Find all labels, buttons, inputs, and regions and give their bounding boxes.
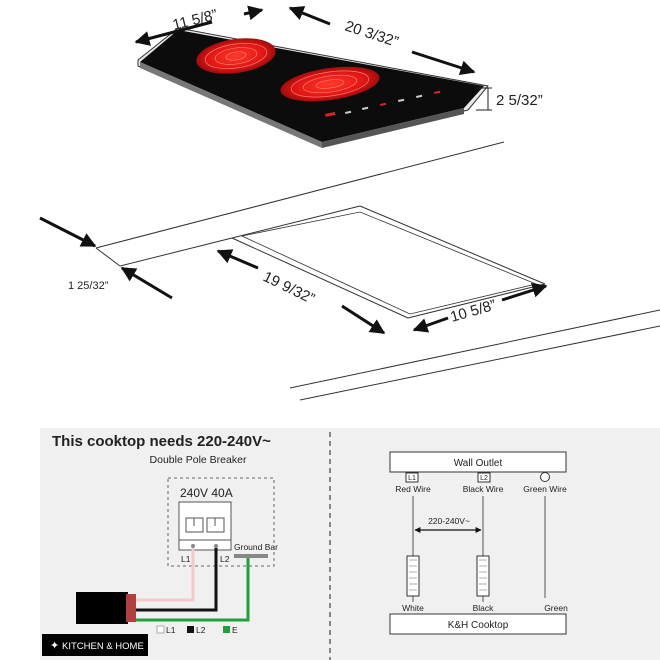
legend-swatch-l1 — [156, 625, 165, 634]
countertop — [95, 141, 660, 401]
thickness-arrow-top — [39, 216, 97, 248]
wire-ground — [132, 558, 250, 622]
l2-tag: L2 — [480, 475, 488, 482]
legend-l1: L1 — [166, 625, 176, 635]
width-label: 20 3/32” — [343, 18, 401, 51]
burner-left — [196, 38, 276, 74]
wall-outlet-box — [389, 451, 567, 473]
green-label: Green — [544, 603, 568, 613]
cable-clamp — [126, 594, 136, 622]
length-arrow-left — [216, 249, 259, 270]
length-arrow-right — [341, 304, 386, 335]
schematic-wires — [412, 496, 546, 602]
cooktop-front — [140, 62, 322, 148]
voltage-label: 220-240V~ — [428, 516, 470, 526]
legend-swatch-l2 — [187, 626, 194, 633]
breaker-unit — [178, 501, 232, 551]
cooktop-junction — [76, 592, 128, 624]
white-label: White — [402, 603, 424, 613]
length-label: 19 9/32” — [260, 268, 317, 307]
burner-right — [280, 66, 380, 102]
wiring-panel-bg — [40, 428, 660, 660]
breaker-box — [167, 477, 275, 567]
thickness-label: 1 25/32” — [68, 280, 109, 292]
cutout-back-edge — [407, 283, 546, 319]
width-arrow-left — [288, 6, 331, 26]
red-wire-label: Red Wire — [395, 484, 431, 494]
control-panel — [324, 90, 441, 117]
cooktop-side — [322, 108, 464, 148]
width-arrow-right — [411, 50, 476, 75]
wire-l2 — [132, 548, 218, 612]
logo-mark-icon: ✦ — [50, 640, 59, 652]
height-bracket — [476, 87, 492, 111]
wire-l1 — [132, 548, 195, 602]
logo-text: KITCHEN & HOME — [62, 641, 144, 652]
ground-symbol-icon — [540, 472, 550, 482]
thickness-arrow-bottom — [120, 266, 173, 300]
breaker-l2: L2 — [220, 554, 230, 564]
l1-tag: L1 — [408, 475, 416, 482]
cutout-front-edge — [231, 237, 409, 319]
width2-arrow-left — [412, 316, 449, 333]
wire-legend: L1 L2 E — [156, 625, 238, 635]
brand-logo: ✦ KITCHEN & HOME — [42, 634, 148, 656]
breaker-title: Double Pole Breaker — [150, 454, 247, 466]
l2-tag-box — [477, 472, 491, 483]
depth-label: 11 5/8” — [171, 6, 219, 34]
black-label: Black — [473, 603, 495, 613]
wall-outlet-label: Wall Outlet — [454, 458, 503, 469]
legend-l2: L2 — [196, 625, 206, 635]
width2-arrow-right — [501, 282, 548, 302]
green-wire-label: Green Wire — [523, 484, 567, 494]
ground-bar — [234, 554, 268, 558]
cooktop-illustration — [137, 27, 489, 148]
depth-arrow-left — [134, 20, 213, 46]
voltage-requirement-title: This cooktop needs 220-240V~ — [52, 433, 271, 450]
depth-arrow-right — [243, 5, 264, 21]
ground-bar-label: Ground Bar — [234, 542, 278, 552]
height-label: 2 5/32” — [496, 92, 543, 109]
black-wire-label: Black Wire — [463, 484, 504, 494]
cutout-width-label: 10 5/8” — [448, 297, 498, 326]
breaker-rating: 240V 40A — [180, 486, 233, 500]
cutout-right-edge — [359, 205, 546, 285]
kh-cooktop-label: K&H Cooktop — [448, 620, 509, 631]
legend-swatch-e — [223, 626, 230, 633]
l1-tag-box — [405, 472, 419, 483]
kh-cooktop-box — [389, 613, 567, 635]
breaker-l1: L1 — [181, 554, 191, 564]
legend-e: E — [232, 625, 238, 635]
